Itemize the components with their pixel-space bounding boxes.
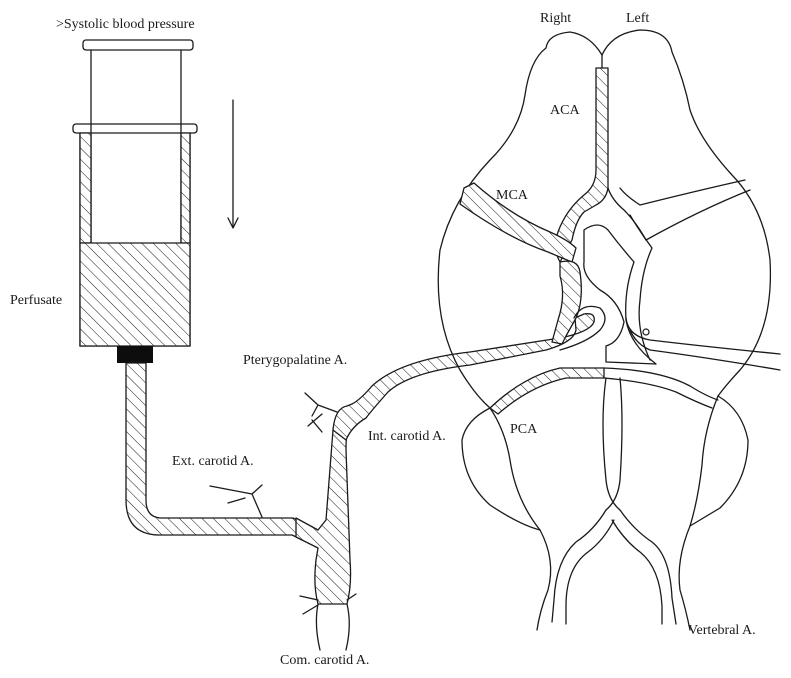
common-carotid-branches bbox=[299, 593, 357, 615]
perfusate-fluid bbox=[79, 242, 191, 347]
left-internal-carotid bbox=[625, 317, 781, 371]
barrel-flange bbox=[72, 123, 198, 134]
arrow-head bbox=[227, 217, 239, 229]
int-carotid-label: Int. carotid A. bbox=[368, 429, 446, 444]
vertebral-left bbox=[611, 509, 677, 625]
cerebrum-outline bbox=[437, 31, 603, 531]
perfusate-label: Perfusate bbox=[10, 293, 62, 308]
pca-right bbox=[489, 367, 605, 415]
mca-left bbox=[629, 189, 751, 361]
carotid-loop bbox=[559, 305, 606, 351]
pressure-label: >Systolic blood pressure bbox=[56, 17, 195, 32]
inner-curve-left bbox=[489, 407, 541, 531]
willis-left bbox=[583, 224, 657, 365]
barrel-wall-right bbox=[180, 132, 191, 244]
common-carotid-stump bbox=[315, 603, 350, 651]
aca-right bbox=[554, 67, 609, 263]
pca-label: PCA bbox=[510, 422, 538, 437]
brainstem-left bbox=[536, 529, 552, 631]
brainstem-right bbox=[678, 525, 691, 631]
com-carotid-label: Com. carotid A. bbox=[280, 653, 369, 668]
aca-label: ACA bbox=[550, 103, 580, 118]
pterygopalatine-branch bbox=[304, 392, 338, 433]
vertebral-label: Vertebral A. bbox=[688, 623, 756, 638]
cerebral-arteries bbox=[459, 67, 781, 625]
pca-left bbox=[603, 367, 719, 409]
inner-curve-right bbox=[689, 395, 719, 527]
internal-carotid bbox=[332, 313, 595, 441]
left-label: Left bbox=[626, 11, 649, 26]
right-label: Right bbox=[540, 11, 571, 26]
ext-carotid-label: Ext. carotid A. bbox=[172, 454, 254, 469]
aca-left bbox=[607, 179, 746, 241]
common-carotid-bulb bbox=[295, 409, 352, 605]
brain bbox=[437, 29, 772, 631]
left-carotid-end bbox=[642, 328, 650, 336]
syringe bbox=[72, 39, 239, 363]
basilar-artery bbox=[602, 377, 623, 511]
cerebrum-outline-right bbox=[601, 29, 772, 527]
carotid-system bbox=[125, 313, 595, 651]
syringe-tip bbox=[117, 346, 153, 363]
barrel-wall-left bbox=[79, 132, 92, 244]
plunger-top-cap bbox=[82, 39, 194, 51]
pterygopalatine-label: Pterygopalatine A. bbox=[243, 353, 347, 368]
labels: >Systolic blood pressure Perfusate Right… bbox=[10, 11, 756, 668]
mca-label: MCA bbox=[496, 188, 529, 203]
external-carotid-branch bbox=[209, 484, 263, 518]
vertebral-right bbox=[551, 509, 615, 625]
